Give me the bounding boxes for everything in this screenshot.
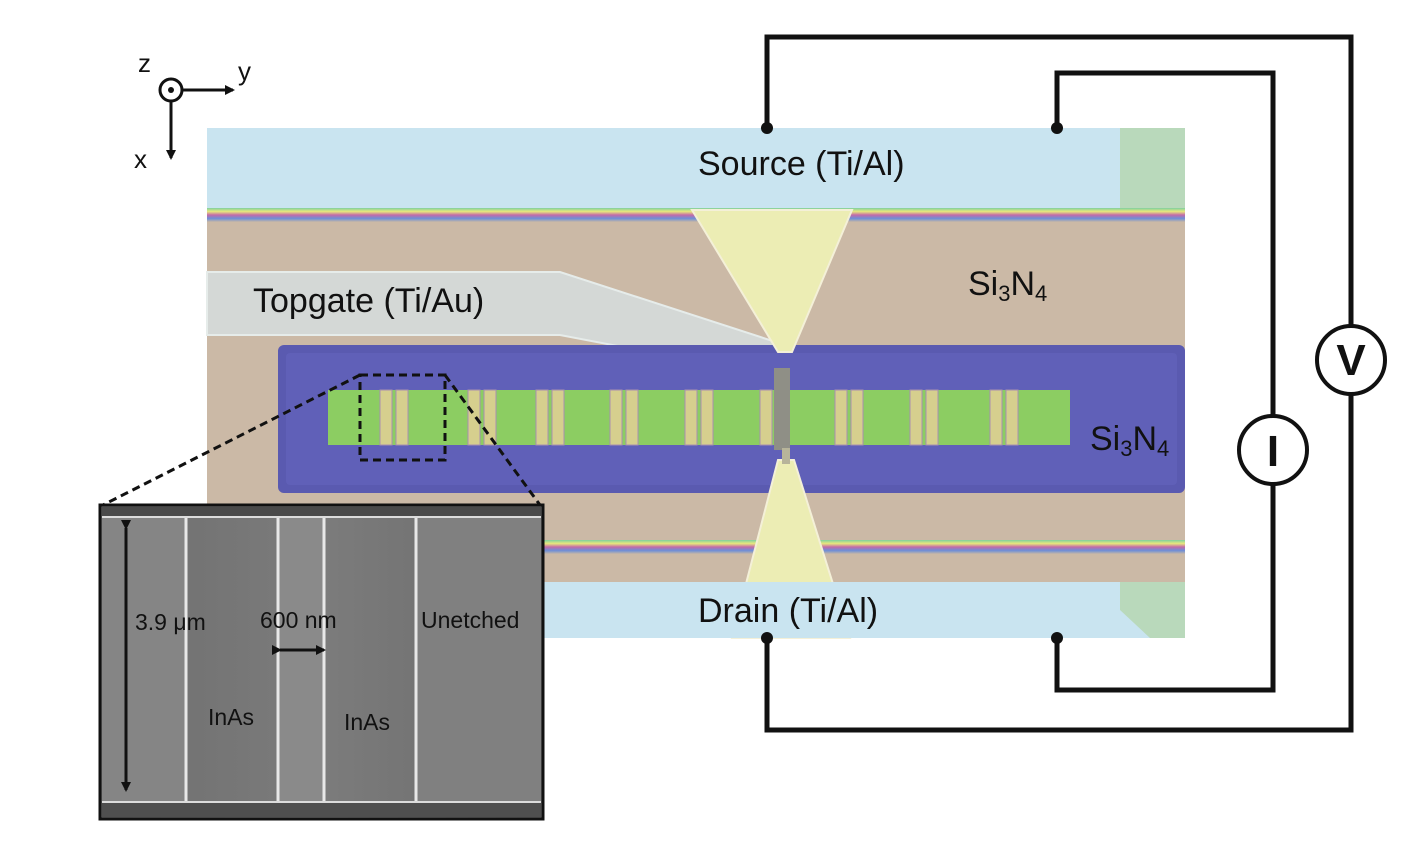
contact-stripe	[483, 389, 497, 446]
contact-stripe	[684, 389, 698, 446]
zoom-region-box	[358, 373, 447, 462]
unetched-region	[416, 517, 541, 802]
contact-stripe	[850, 389, 864, 446]
source-label: Source (Ti/Al)	[698, 145, 905, 183]
inas-mesa	[328, 390, 1070, 445]
ammeter-symbol: I	[1237, 414, 1309, 486]
coordinate-axes: z y x	[134, 48, 251, 174]
ammeter-label: I	[1267, 427, 1279, 476]
sem-inset: 3.9 μm 600 nm Unetched InAs InAs	[98, 503, 545, 821]
contact-stripe	[1005, 389, 1019, 446]
current-wire-drain	[1054, 484, 1276, 693]
sem-top-edge	[102, 507, 541, 517]
source-node-right	[1051, 122, 1063, 134]
drain-label: Drain (Ti/Al)	[698, 592, 878, 630]
voltage-wire-drain	[764, 394, 1354, 733]
contact-stripes	[379, 389, 1019, 446]
inas-label-right: InAs	[344, 709, 390, 735]
drain-node-right	[1051, 632, 1063, 644]
junction-link	[782, 448, 790, 464]
etched-stripe-2	[278, 517, 324, 802]
contact-stripe	[700, 389, 714, 446]
contact-stripe	[379, 389, 393, 446]
contact-stripe	[834, 389, 848, 446]
voltage-wire-source	[764, 34, 1354, 326]
measurement-circuit	[764, 34, 1354, 733]
contact-stripe	[909, 389, 923, 446]
drain-node-left	[761, 632, 773, 644]
unetched-label: Unetched	[421, 607, 519, 633]
width-label: 600 nm	[260, 607, 337, 633]
contact-stripe	[609, 389, 623, 446]
contact-stripe	[625, 389, 639, 446]
contact-stripe	[395, 389, 409, 446]
z-axis-label: z	[138, 48, 151, 78]
voltmeter-label: V	[1336, 336, 1366, 385]
current-wire-source	[1054, 70, 1276, 416]
contact-stripe	[551, 389, 565, 446]
z-axis-dot	[168, 87, 174, 93]
zoom-guide-right	[443, 374, 542, 506]
contact-stripe	[467, 389, 481, 446]
voltmeter-circle	[1315, 324, 1387, 396]
contact-stripe	[759, 389, 773, 446]
source-contact-funnel	[690, 209, 854, 353]
topgate-label: Topgate (Ti/Au)	[253, 282, 484, 320]
ammeter-circle	[1237, 414, 1309, 486]
si3n4-label-lower: Si3N4	[1090, 420, 1169, 461]
contact-stripe	[989, 389, 1003, 446]
source-node-left	[761, 122, 773, 134]
etched-stripe-1	[102, 517, 186, 802]
si3n4-label-upper: Si3N4	[968, 265, 1047, 306]
x-axis-label: x	[134, 144, 147, 174]
sem-bottom-edge	[102, 802, 541, 817]
voltmeter-symbol: V	[1315, 324, 1387, 396]
junction-bar	[774, 368, 790, 450]
zoom-guide-left	[102, 373, 361, 507]
inas-label-left: InAs	[208, 704, 254, 730]
y-axis-label: y	[238, 56, 251, 86]
contact-stripe	[535, 389, 549, 446]
height-label: 3.9 μm	[135, 609, 206, 635]
contact-stripe	[925, 389, 939, 446]
